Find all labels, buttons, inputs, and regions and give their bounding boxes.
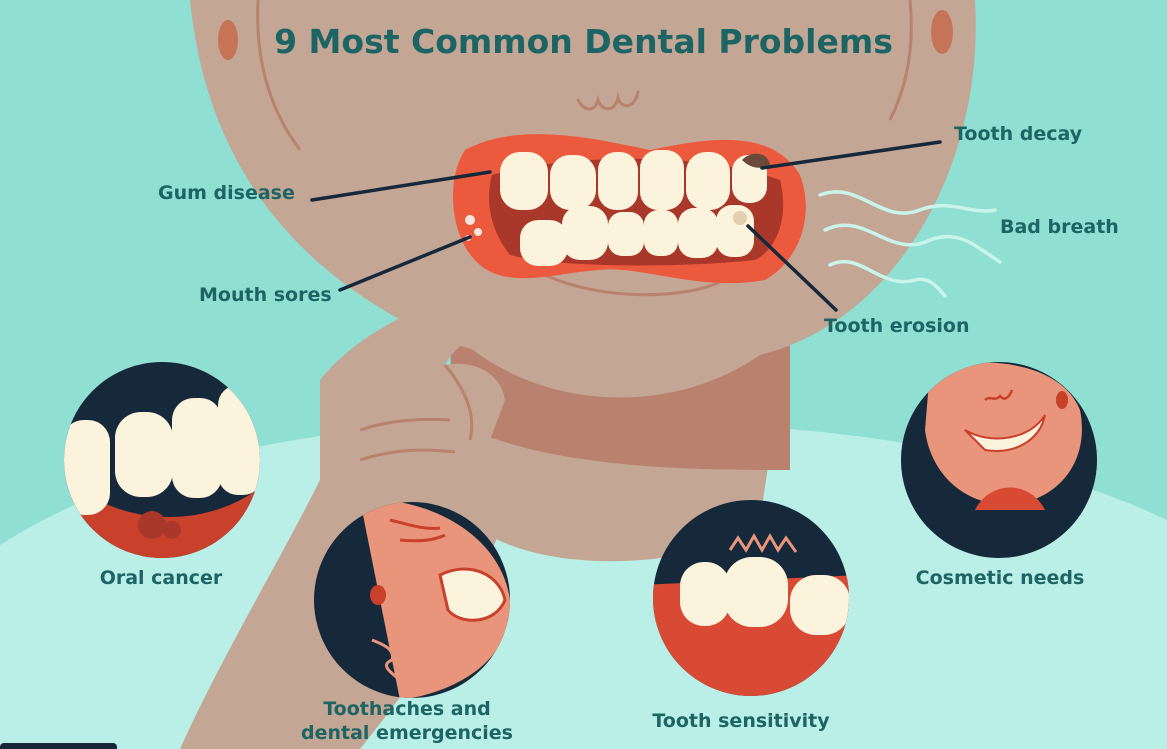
label-tooth-decay: Tooth decay bbox=[954, 123, 1083, 145]
label-gum-disease: Gum disease bbox=[158, 182, 295, 204]
label-toothaches-line1: Toothaches and bbox=[323, 698, 491, 720]
face-line-right bbox=[888, 0, 913, 121]
page-title: 9 Most Common Dental Problems bbox=[274, 22, 893, 61]
neck-shadow bbox=[450, 330, 790, 470]
erosion-spot bbox=[733, 211, 747, 225]
label-cosmetic-needs: Cosmetic needs bbox=[915, 567, 1085, 589]
left-ear-inner bbox=[218, 20, 238, 60]
label-bad-breath: Bad breath bbox=[1000, 216, 1119, 238]
upper-teeth bbox=[500, 150, 767, 210]
decay-spot bbox=[742, 153, 770, 168]
toothaches-circle bbox=[314, 502, 510, 698]
cosmetic-needs-circle bbox=[901, 362, 1097, 558]
label-tooth-sensitivity: Tooth sensitivity bbox=[652, 710, 830, 732]
right-ear-inner bbox=[931, 10, 953, 54]
leader-lines bbox=[310, 140, 942, 312]
hand-finger-lines bbox=[359, 364, 474, 462]
chin-line bbox=[544, 273, 721, 297]
bad-breath-waves bbox=[818, 190, 1002, 298]
label-oral-cancer: Oral cancer bbox=[99, 567, 223, 589]
face-line-left bbox=[256, 0, 302, 151]
label-tooth-erosion: Tooth erosion bbox=[824, 315, 970, 337]
label-mouth-sores: Mouth sores bbox=[199, 284, 332, 306]
tooth-sensitivity-circle bbox=[653, 500, 849, 696]
label-toothaches: Toothaches and dental emergencies bbox=[300, 698, 514, 746]
nose-squiggle bbox=[576, 90, 640, 111]
label-toothaches-line2: dental emergencies bbox=[301, 721, 513, 744]
bottom-corner-bar bbox=[0, 743, 117, 749]
